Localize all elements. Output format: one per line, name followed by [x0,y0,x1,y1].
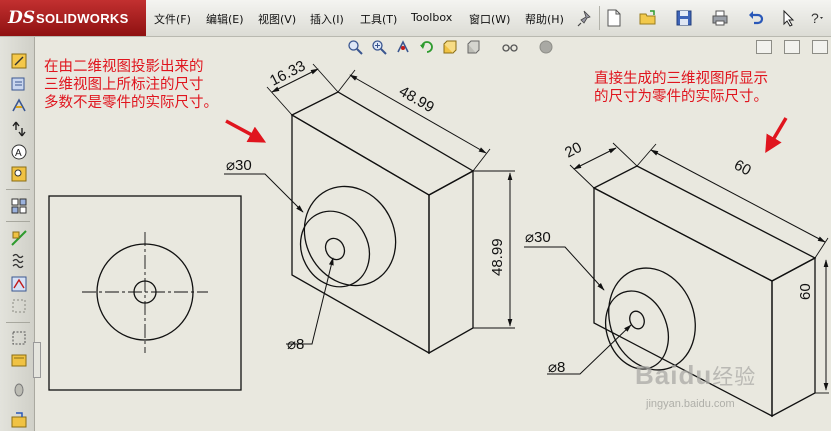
toolbar-divider [6,322,30,323]
projected-3d-view[interactable] [224,63,515,355]
true-height-dimension[interactable]: 60 [797,283,814,300]
display-style-icon[interactable] [466,39,482,55]
true-width-dimension[interactable]: 60 [731,157,754,180]
pin-icon[interactable] [576,8,596,28]
true-boss-diameter[interactable]: ⌀30 [525,229,551,246]
close-view-button[interactable] [812,40,828,54]
undo-icon[interactable] [746,8,766,28]
solidworks-logo[interactable]: DS SOLIDWORKS [0,0,146,36]
menu-view[interactable]: 视图(V) [258,13,297,26]
left-red-arrow [225,119,267,143]
print-icon[interactable] [710,8,730,28]
command-toolbar: A [0,37,35,431]
right-annotation-line-2: 的尺寸为零件的实际尺寸。 [594,89,768,105]
menu-window[interactable]: 窗口(W) [469,13,511,26]
pan-icon[interactable] [395,39,411,55]
watermark-brand-cn: 经验 [712,365,757,389]
menu-help[interactable]: 帮助(H) [525,13,564,26]
appearance-sphere-icon[interactable] [538,39,554,55]
left-annotation: 在由二维视图投影出来的 三维视图上所标注的尺寸 多数不是零件的实际尺寸。 [44,58,218,112]
glasses-view-icon[interactable] [502,39,518,55]
proj-width-dimension[interactable]: 48.99 [396,83,437,116]
proj-hole-diameter[interactable]: ⌀8 [287,336,304,353]
save-icon[interactable] [674,8,694,28]
baidu-watermark: Baidu经验 [635,360,756,391]
front-2d-view[interactable] [48,195,242,391]
help-question-icon[interactable]: ? [806,8,826,28]
right-red-arrow [765,117,788,154]
right-annotation: 直接生成的三维视图所显示 的尺寸为零件的实际尺寸。 [594,70,768,106]
ds-logo-mark: DS [8,8,36,28]
select-cursor-icon[interactable] [779,8,799,28]
menu-bar: DS SOLIDWORKS 文件(F) 编辑(E) 视图(V) 插入(I) 工具… [0,0,831,37]
right-annotation-line-1: 直接生成的三维视图所显示 [594,71,768,87]
svg-text:A: A [15,148,22,159]
revision-cloud-icon[interactable] [10,411,28,429]
block-icon[interactable] [10,351,28,369]
hole-callout-icon[interactable] [10,329,28,347]
new-document-icon[interactable] [604,8,624,28]
open-folder-icon[interactable] [638,8,658,28]
weld-symbol-icon[interactable] [10,275,28,293]
svg-text:?: ? [811,10,819,26]
format-painter-icon[interactable] [10,120,28,138]
proj-depth-dimension[interactable]: 16.33 [267,57,308,89]
smart-dimension-icon[interactable] [10,52,28,70]
auto-balloon-icon[interactable] [10,197,28,215]
magnetic-line-icon[interactable] [10,229,28,247]
restore-view-button[interactable] [784,40,800,54]
toolbar-divider [6,189,30,190]
rotate-icon[interactable] [419,39,435,55]
datum-feature-icon[interactable] [10,297,28,315]
zoom-area-icon[interactable] [371,39,387,55]
watermark-url: jingyan.baidu.com [646,398,735,410]
menu-file[interactable]: 文件(F) [154,13,191,26]
menu-insert[interactable]: 插入(I) [310,13,344,26]
left-annotation-line-1: 在由二维视图投影出来的 [44,59,204,75]
note-icon[interactable]: A [10,143,28,161]
center-mark-icon[interactable] [10,381,28,399]
zoom-to-fit-icon[interactable] [347,39,363,55]
menu-toolbox[interactable]: Toolbox [411,11,453,24]
left-annotation-line-2: 三维视图上所标注的尺寸 [44,77,204,93]
spell-check-icon[interactable] [10,97,28,115]
toolbar-divider [599,6,600,30]
proj-boss-diameter[interactable]: ⌀30 [226,157,252,174]
true-hole-diameter[interactable]: ⌀8 [548,359,565,376]
proj-height-dimension[interactable]: 48.99 [489,238,506,276]
watermark-brand: Baidu [635,360,713,390]
toolbar-divider [6,221,30,222]
surface-finish-icon[interactable] [10,252,28,270]
model-items-icon[interactable] [10,75,28,93]
menu-edit[interactable]: 编辑(E) [206,13,244,26]
balloon-icon[interactable] [10,165,28,183]
left-annotation-line-3: 多数不是零件的实际尺寸。 [44,95,218,111]
view-orientation-icon[interactable] [442,39,458,55]
menu-tools[interactable]: 工具(T) [360,13,398,26]
true-size-3d-view[interactable] [524,142,829,418]
true-depth-dimension[interactable]: 20 [562,139,585,162]
flyout-expand-arrows[interactable] [33,342,41,378]
app-name: SOLIDWORKS [36,11,129,26]
split-view-button[interactable] [756,40,772,54]
